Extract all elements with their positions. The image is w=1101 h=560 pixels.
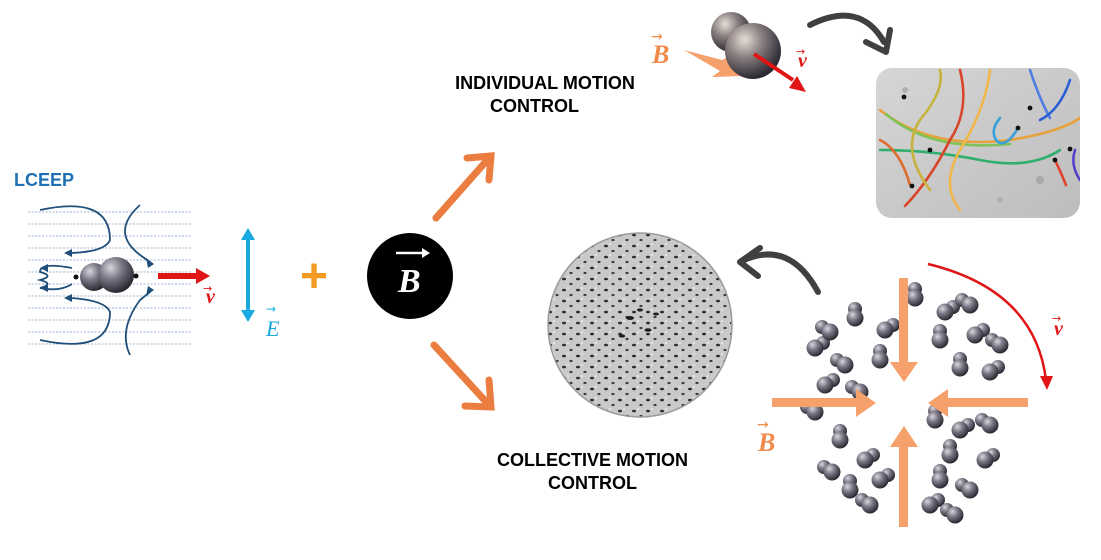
collective-motion-label: COLLECTIVE MOTION CONTROL (465, 449, 720, 494)
electric-field-arrow (241, 228, 255, 322)
efield-label: E (265, 316, 280, 341)
swarm-dimer (931, 324, 949, 349)
bfield-vector-hat-individual: → (651, 29, 663, 45)
swarm-dimer (981, 360, 1005, 381)
velocity-label-lceep: v (206, 286, 216, 308)
bfield-badge-label: B (397, 263, 421, 300)
particle-swarm (800, 282, 1009, 524)
swarm-dimer (815, 320, 839, 341)
individual-motion-line2: CONTROL (490, 95, 579, 116)
velocity-label-individual: v (798, 50, 808, 72)
swarm-dimer (941, 439, 959, 464)
swarm-dimer (816, 373, 840, 394)
curved-arrow-collective (737, 245, 821, 295)
swarm-dimer (955, 293, 979, 314)
swarm-dimer (985, 333, 1009, 354)
swarm-dimer (830, 353, 854, 374)
trajectory-micrograph (876, 68, 1080, 218)
swarm-dimer (975, 413, 999, 434)
swarm-dimer (841, 474, 859, 499)
swarm-dimer (966, 323, 990, 344)
branch-arrow-up (432, 152, 495, 222)
collective-motion-line1: COLLECTIVE MOTION (497, 450, 688, 470)
swarm-dimer (876, 318, 900, 339)
individual-particle (684, 12, 806, 92)
collective-micrograph (547, 232, 733, 418)
swarm-dimer (831, 424, 849, 449)
velocity-vector-hat-collective: → (1052, 312, 1061, 325)
swarm-dimer (906, 282, 924, 307)
magnetic-field-badge: B (367, 233, 453, 319)
janus-particle (73, 257, 139, 293)
collective-motion-line2: CONTROL (548, 472, 637, 493)
swarm-dimer (940, 503, 964, 524)
individual-motion-line1: INDIVIDUAL MOTION (455, 73, 635, 93)
plus-sign: + (300, 250, 328, 303)
velocity-vector-hat-individual: → (796, 45, 805, 58)
swarm-dimer (951, 418, 975, 439)
curved-arrow-icon (807, 12, 887, 45)
velocity-vector-hat: → (203, 282, 212, 295)
lceep-label: LCEEP (14, 170, 75, 190)
swarm-dimer (846, 302, 864, 327)
swarm-dimer (855, 493, 879, 514)
swarm-dimer (955, 478, 979, 499)
velocity-arrow-lceep (158, 268, 210, 284)
branch-arrow-down (430, 341, 495, 411)
bfield-label-individual: B (651, 40, 669, 69)
velocity-label-collective: v (1054, 318, 1064, 340)
swarm-dimer (976, 448, 1000, 469)
swarm-dimer (871, 344, 889, 369)
bfield-label-collective: B (757, 428, 775, 457)
bfield-vector-hat-collective: → (757, 417, 769, 433)
swarm-dimer (856, 448, 880, 469)
magnetic-field-badge-icon (367, 233, 453, 319)
lceep-schematic: v → E → (28, 204, 280, 356)
rotation-arrow (927, 262, 1053, 390)
curved-arrow-individual (807, 12, 893, 55)
swarm-dimer (871, 468, 895, 489)
swarm-dimer (931, 464, 949, 489)
swarm-dimer (951, 352, 969, 377)
bfield-converging-arrows (772, 278, 1028, 527)
swarm-dimer (817, 460, 841, 481)
individual-motion-label: INDIVIDUAL MOTION CONTROL (420, 72, 670, 117)
flow-streamlines (36, 204, 151, 356)
streamline-arrowheads (40, 249, 154, 302)
swarm-dimer (921, 493, 945, 514)
efield-vector-hat: → (266, 302, 276, 316)
